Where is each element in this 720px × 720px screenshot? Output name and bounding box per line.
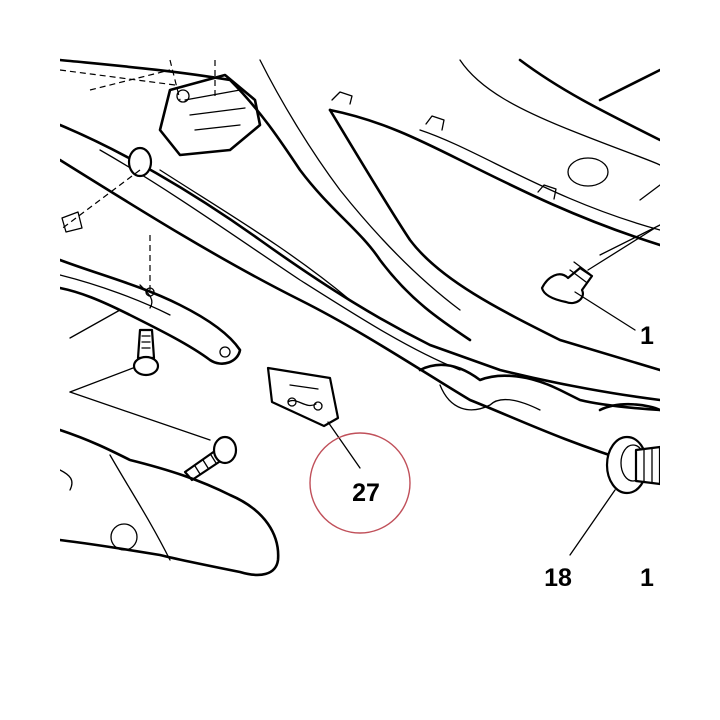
- part-18-bushing: [569, 435, 662, 556]
- lower-bracket: [58, 428, 280, 577]
- callout-1-upper: 1: [640, 322, 654, 350]
- highlight-circle: [309, 432, 411, 534]
- right-crop-mask: [660, 0, 720, 720]
- bolt-upper: [132, 328, 160, 377]
- callout-1-lower: 1: [640, 564, 654, 592]
- callout-18: 18: [544, 564, 572, 592]
- leader-5: [69, 309, 211, 441]
- callout-27: 27: [352, 479, 380, 507]
- hose-fitting: [540, 227, 656, 331]
- left-stud: [59, 146, 153, 233]
- left-crop-mask: [0, 0, 60, 720]
- lower-arm: [58, 235, 242, 365]
- part-27-clip: [266, 366, 361, 469]
- upper-bracket: [59, 59, 262, 157]
- top-crop-mask: [0, 0, 720, 58]
- bolt-lower: [183, 435, 238, 482]
